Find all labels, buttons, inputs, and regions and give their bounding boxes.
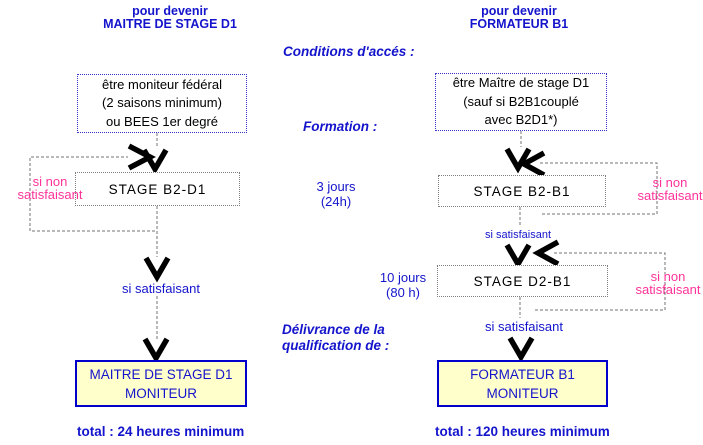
arrow-left-right-merge2-icon: [532, 239, 560, 267]
right-header-line2: FORMATEUR B1: [469, 17, 569, 31]
stage2-duration-line1: 10 jours: [379, 270, 427, 285]
right-total: total : 120 heures minimum: [435, 424, 610, 439]
left-pass-label: si satisfaisant: [121, 281, 201, 296]
delivrance-label: Délivrance de la qualification de :: [282, 322, 389, 354]
right-column-header: pour devenir FORMATEUR B1: [419, 5, 619, 31]
right-stage1-fail-line2: satisfaisant: [637, 188, 703, 203]
left-header-line2: MAITRE DE STAGE D1: [103, 17, 237, 31]
stage1-duration-line2: (24h): [320, 194, 352, 209]
left-condition-line1: être moniteur fédéral: [102, 76, 222, 92]
arrow-down-right-result-icon: [507, 336, 535, 363]
left-header-line1: pour devenir: [132, 4, 208, 18]
delivrance-line2: qualification de :: [282, 338, 390, 353]
arrow-down-left-result-icon: [142, 337, 170, 364]
right-stage2-box: STAGE D2-B1: [437, 265, 608, 297]
left-total: total : 24 heures minimum: [77, 424, 245, 439]
formation-label: Formation :: [303, 119, 378, 134]
arrow-down-left-pass-icon: [143, 256, 171, 283]
right-condition-line1: être Maître de stage D1: [452, 75, 590, 91]
left-column-header: pour devenir MAITRE DE STAGE D1: [70, 5, 270, 31]
delivrance-line1: Délivrance de la: [282, 322, 385, 337]
right-stage1-fail-line1: si non: [652, 175, 688, 190]
left-fail-label: si non satisfaisant: [5, 175, 95, 201]
right-header-line1: pour devenir: [481, 4, 557, 18]
left-result-line1: MAITRE DE STAGE D1: [89, 366, 233, 382]
left-fail-line2: satisfaisant: [17, 187, 83, 202]
arrow-down-right-merge1-icon: [504, 147, 532, 174]
right-stage1-box: STAGE B2-B1: [438, 175, 606, 207]
stage2-duration: 10 jours (80 h): [367, 270, 439, 300]
left-stage-box: STAGE B2-D1: [75, 172, 240, 206]
left-condition-line3: ou BEES 1er degré: [105, 113, 219, 129]
connector-left-feedback-loop: [29, 156, 155, 232]
left-condition-line2: (2 saisons minimum): [102, 95, 222, 111]
arrow-left-right-merge1-icon: [518, 150, 546, 178]
right-stage1-pass-label: si satisfaisant: [484, 229, 552, 241]
left-result-box: MAITRE DE STAGE D1 MONITEUR: [75, 360, 247, 407]
arrow-down-right-merge2-icon: [504, 243, 532, 270]
stage2-duration-line2: (80 h): [386, 285, 420, 300]
connector-right-feedback-loop2: [535, 252, 666, 311]
arrow-right-left-merge-icon: [127, 143, 156, 171]
right-result-line1: FORMATEUR B1: [470, 366, 575, 382]
left-fail-line1: si non: [32, 174, 68, 189]
right-condition-line3: avec B2D1*): [484, 112, 558, 128]
stage1-duration: 3 jours (24h): [300, 179, 372, 209]
stage1-duration-line1: 3 jours: [316, 179, 356, 194]
connector-right-feedback-loop1: [540, 162, 658, 215]
right-result-box: FORMATEUR B1 MONITEUR: [437, 360, 608, 407]
left-condition-box: être moniteur fédéral (2 saisons minimum…: [77, 74, 247, 133]
left-result-line2: MONITEUR: [125, 385, 197, 401]
right-stage2-fail-line1: si non: [650, 269, 686, 284]
right-stage1-fail-label: si non satisfaisant: [625, 176, 703, 202]
conditions-acces-label: Conditions d'accés :: [283, 44, 415, 59]
right-condition-box: être Maître de stage D1 (sauf si B2B1cou…: [435, 73, 607, 131]
right-stage2-pass-label: si satisfaisant: [484, 319, 564, 334]
right-result-line2: MONITEUR: [486, 385, 559, 401]
right-condition-line2: (sauf si B2B1couplé: [463, 93, 579, 109]
right-stage2-fail-line2: satisfaisant: [635, 282, 701, 297]
right-stage2-fail-label: si non satisfaisant: [623, 270, 703, 296]
